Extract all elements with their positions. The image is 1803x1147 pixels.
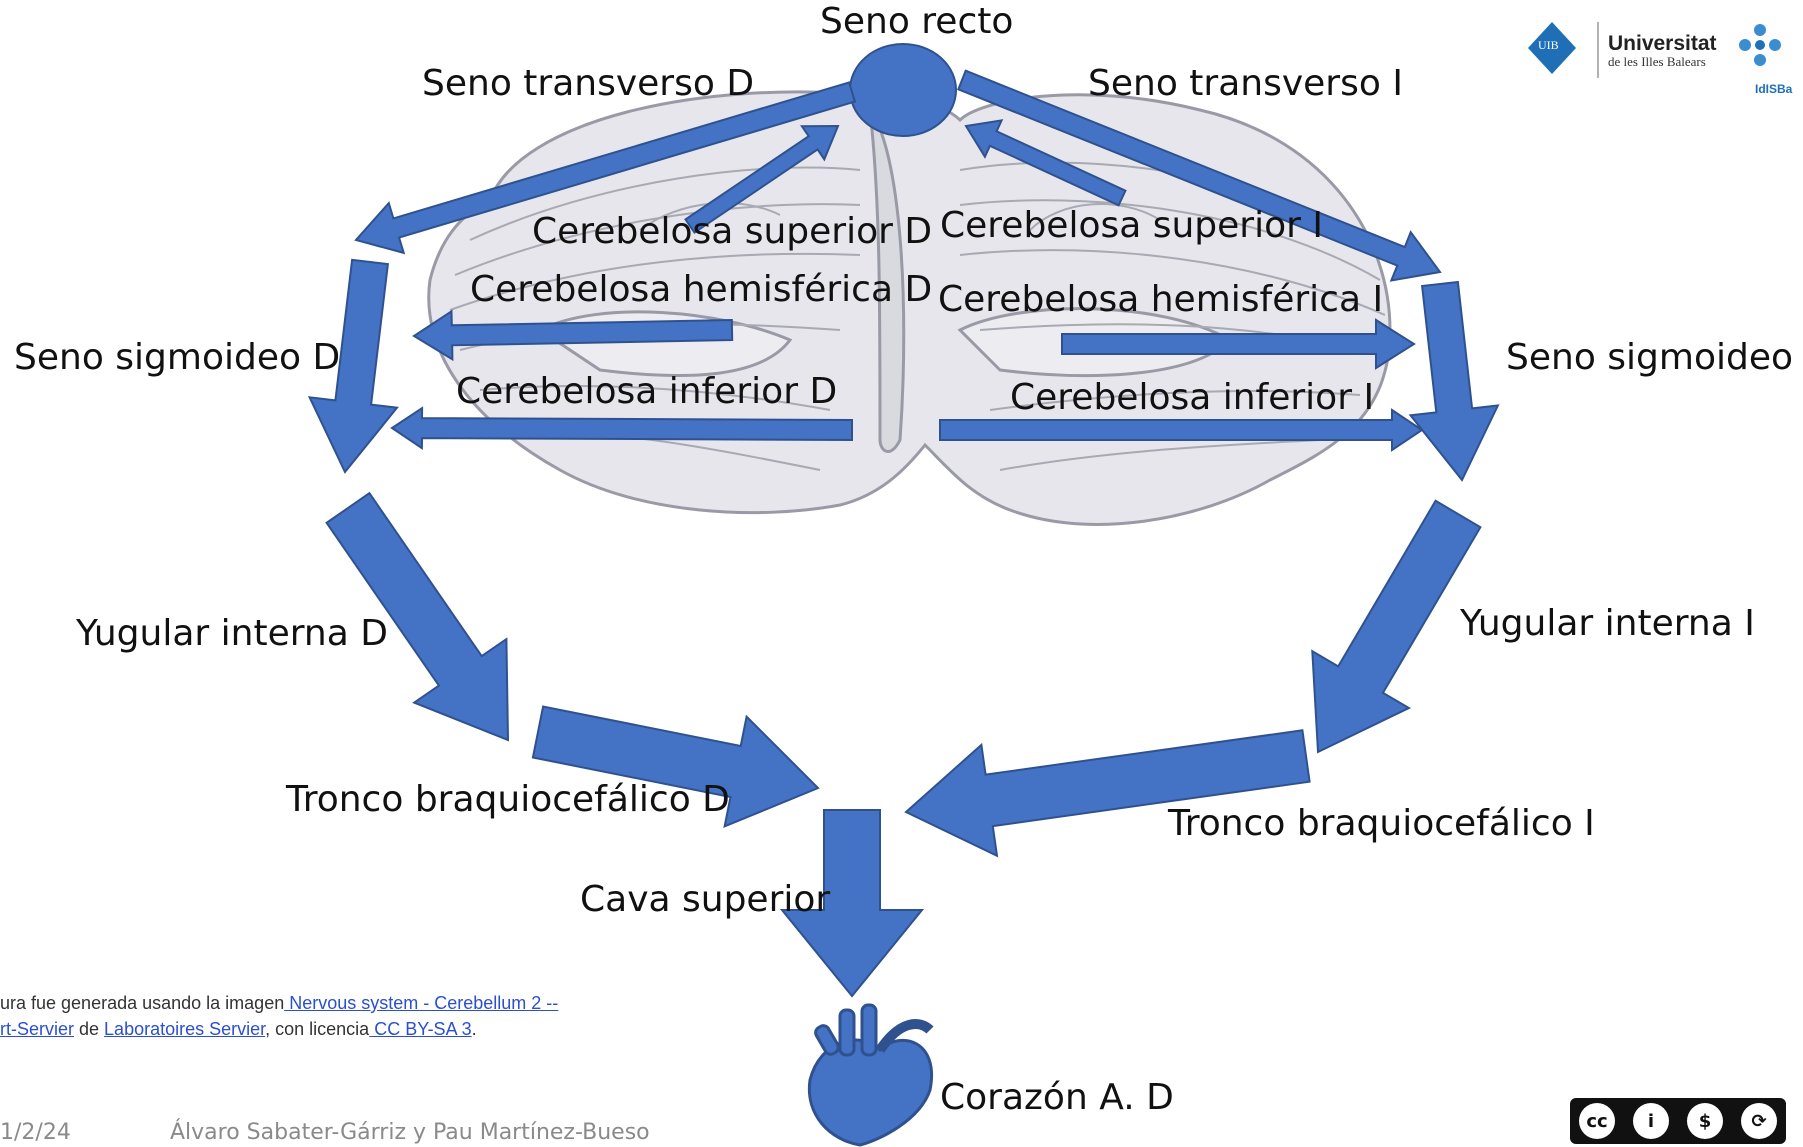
- seno-recto-node: [849, 43, 957, 137]
- label-yugular-interna-i: Yugular interna I: [1460, 603, 1755, 644]
- arrow-yugular-interna-d: [325, 491, 510, 742]
- credit-text-end: .: [471, 1019, 477, 1039]
- credit-line-2: rt-Servier de Laboratoires Servier, con …: [0, 1016, 558, 1042]
- uib-logo: [1528, 22, 1599, 78]
- label-cerebelosa-superior-d: Cerebelosa superior D: [532, 211, 933, 252]
- arrow-cerebelosa-inferior-d: [390, 406, 853, 450]
- arrow-cava-superior: [779, 809, 925, 998]
- credit-text: ura fue generada usando la imagen: [0, 993, 285, 1013]
- footer-authors: Álvaro Sabater-Gárriz y Pau Martínez-Bue…: [170, 1120, 650, 1145]
- arrow-cerebelosa-hemisferica-d: [412, 309, 734, 362]
- arrow-cerebelosa-hemisferica-i: [1061, 318, 1416, 370]
- credit-link-laboratoires[interactable]: Laboratoires Servier: [104, 1019, 266, 1039]
- arrow-seno-transverso-i: [957, 69, 1442, 282]
- label-seno-transverso-d: Seno transverso D: [422, 63, 755, 104]
- heart-icon: [807, 1003, 934, 1147]
- label-seno-recto: Seno recto: [820, 1, 1014, 42]
- footer-date: 1/2/24: [0, 1120, 71, 1145]
- cc-icon: cc: [1579, 1103, 1615, 1139]
- share-alike-icon: ⟳: [1741, 1103, 1777, 1139]
- arrow-yugular-interna-i: [1311, 499, 1482, 754]
- label-cerebelosa-hemisferica-d: Cerebelosa hemisférica D: [470, 269, 933, 310]
- arrow-tronco-braquiocefalico-d: [531, 705, 820, 829]
- label-seno-sigmoideo-i: Seno sigmoideo I: [1506, 337, 1803, 378]
- credit-line-1: ura fue generada usando la imagen Nervou…: [0, 990, 558, 1016]
- label-cerebelosa-inferior-d: Cerebelosa inferior D: [456, 371, 838, 412]
- by-attribution-icon: i: [1633, 1103, 1669, 1139]
- label-seno-transverso-i: Seno transverso I: [1088, 63, 1403, 104]
- arrow-seno-transverso-d: [354, 81, 857, 255]
- credit-text-de: de: [74, 1019, 105, 1039]
- credit-link-image[interactable]: Nervous system - Cerebellum 2 --: [284, 993, 559, 1013]
- university-name: Universitat: [1608, 32, 1717, 55]
- credit-link-smart-servier[interactable]: rt-Servier: [0, 1019, 75, 1039]
- vermis: [867, 104, 906, 453]
- credit-link-license[interactable]: CC BY-SA 3: [369, 1019, 472, 1039]
- label-cava-superior: Cava superior: [580, 879, 831, 920]
- credit-text-licencia: , con licencia: [265, 1019, 370, 1039]
- arrow-seno-sigmoideo-d: [307, 258, 399, 474]
- uib-seal-icon: [1528, 22, 1576, 74]
- idisba-logo-icon: [1739, 24, 1781, 66]
- label-cerebelosa-hemisferica-i: Cerebelosa hemisférica I: [938, 279, 1384, 320]
- arrow-cerebelosa-superior-d: [684, 124, 840, 234]
- cc-license-badge: cc i $ ⟳: [1570, 1098, 1786, 1144]
- label-tronco-braquiocefalico-i: Tronco braquiocefálico I: [1168, 803, 1595, 844]
- label-yugular-interna-d: Yugular interna D: [76, 613, 388, 654]
- uib-seal-label: UIB: [1538, 38, 1559, 52]
- label-corazon: Corazón A. D: [940, 1077, 1174, 1118]
- university-subtitle: de les Illes Balears: [1608, 54, 1706, 69]
- label-cerebelosa-superior-i: Cerebelosa superior I: [940, 205, 1323, 246]
- non-commercial-icon: $: [1687, 1103, 1723, 1139]
- arrow-seno-sigmoideo-i: [1408, 280, 1500, 482]
- idisba-label: IdISBa: [1755, 82, 1793, 96]
- flow-arrows: [307, 43, 1500, 998]
- label-tronco-braquiocefalico-d: Tronco braquiocefálico D: [286, 779, 730, 820]
- arrow-tronco-braquiocefalico-i: [904, 729, 1311, 858]
- label-cerebelosa-inferior-i: Cerebelosa inferior I: [1010, 377, 1375, 418]
- label-seno-sigmoideo-d: Seno sigmoideo D: [14, 337, 341, 378]
- image-credit: ura fue generada usando la imagen Nervou…: [0, 990, 558, 1042]
- arrow-cerebelosa-superior-i: [964, 119, 1127, 207]
- arrow-cerebelosa-inferior-i: [939, 408, 1424, 452]
